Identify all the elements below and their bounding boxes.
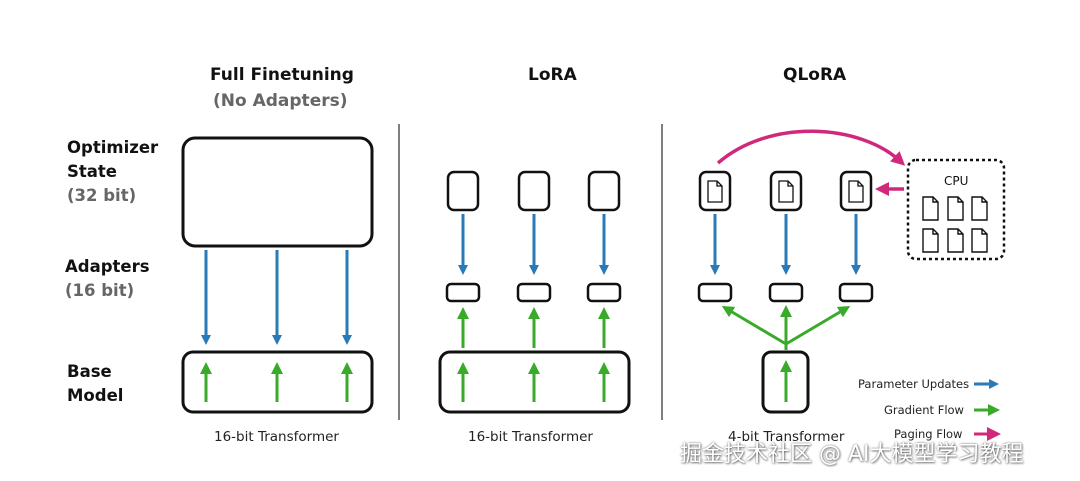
adapters-bits-label: (16 bit) — [65, 281, 135, 300]
optimizer-label-line1: Optimizer — [67, 138, 159, 157]
watermark: 掘金技术社区 @ AI大模型学习教程 — [680, 442, 1024, 467]
legend-gradient-flow-label: Gradient Flow — [884, 403, 964, 417]
qlora-optimizer-box-3 — [839, 170, 873, 212]
lora-caption: 16-bit Transformer — [468, 429, 593, 445]
lora-adapter-box-3 — [586, 282, 622, 303]
cpu-pages — [922, 196, 988, 253]
qlora-caption: 4-bit Transformer — [728, 429, 845, 445]
optimizer-state-label: Optimizer State (32 bit) — [67, 136, 158, 208]
adapters-label: Adapters (16 bit) — [65, 255, 150, 303]
base-label-line1: Base — [67, 362, 112, 381]
qlora-adapter-box-1 — [697, 282, 733, 303]
qlora-optimizer-box-1 — [698, 170, 732, 212]
full-finetuning-title: Full Finetuning — [210, 65, 354, 85]
optimizer-label-line2: State — [67, 162, 117, 181]
full-optimizer-state-box — [181, 136, 374, 248]
lora-adapter-box-2 — [516, 282, 552, 303]
qlora-optimizer-box-2 — [769, 170, 803, 212]
cpu-box — [906, 158, 1006, 261]
qlora-title: QLoRA — [783, 65, 847, 85]
legend-parameter-updates-label: Parameter Updates — [858, 377, 970, 391]
lora-optimizer-box-3 — [587, 170, 621, 212]
adapters-label-line1: Adapters — [65, 257, 150, 276]
qlora-gradient-branch-left — [721, 305, 787, 346]
lora-optimizer-box-1 — [446, 170, 480, 212]
cpu-label: CPU — [944, 174, 969, 188]
full-caption: 16-bit Transformer — [214, 429, 339, 445]
legend-paging-flow-label: Paging Flow — [894, 427, 963, 441]
qlora-gradient-branch-right — [785, 305, 851, 346]
base-label-line2: Model — [67, 386, 124, 405]
lora-optimizer-box-2 — [517, 170, 551, 212]
base-model-label: Base Model — [67, 360, 123, 408]
qlora-adapter-box-3 — [838, 282, 874, 303]
lora-adapter-box-1 — [445, 282, 481, 303]
optimizer-bits-label: (32 bit) — [67, 186, 137, 205]
qlora-adapter-box-2 — [768, 282, 804, 303]
paging-flow-arrow-to-cpu — [716, 129, 906, 166]
full-finetuning-subtitle: (No Adapters) — [213, 91, 348, 111]
lora-title: LoRA — [528, 65, 577, 85]
